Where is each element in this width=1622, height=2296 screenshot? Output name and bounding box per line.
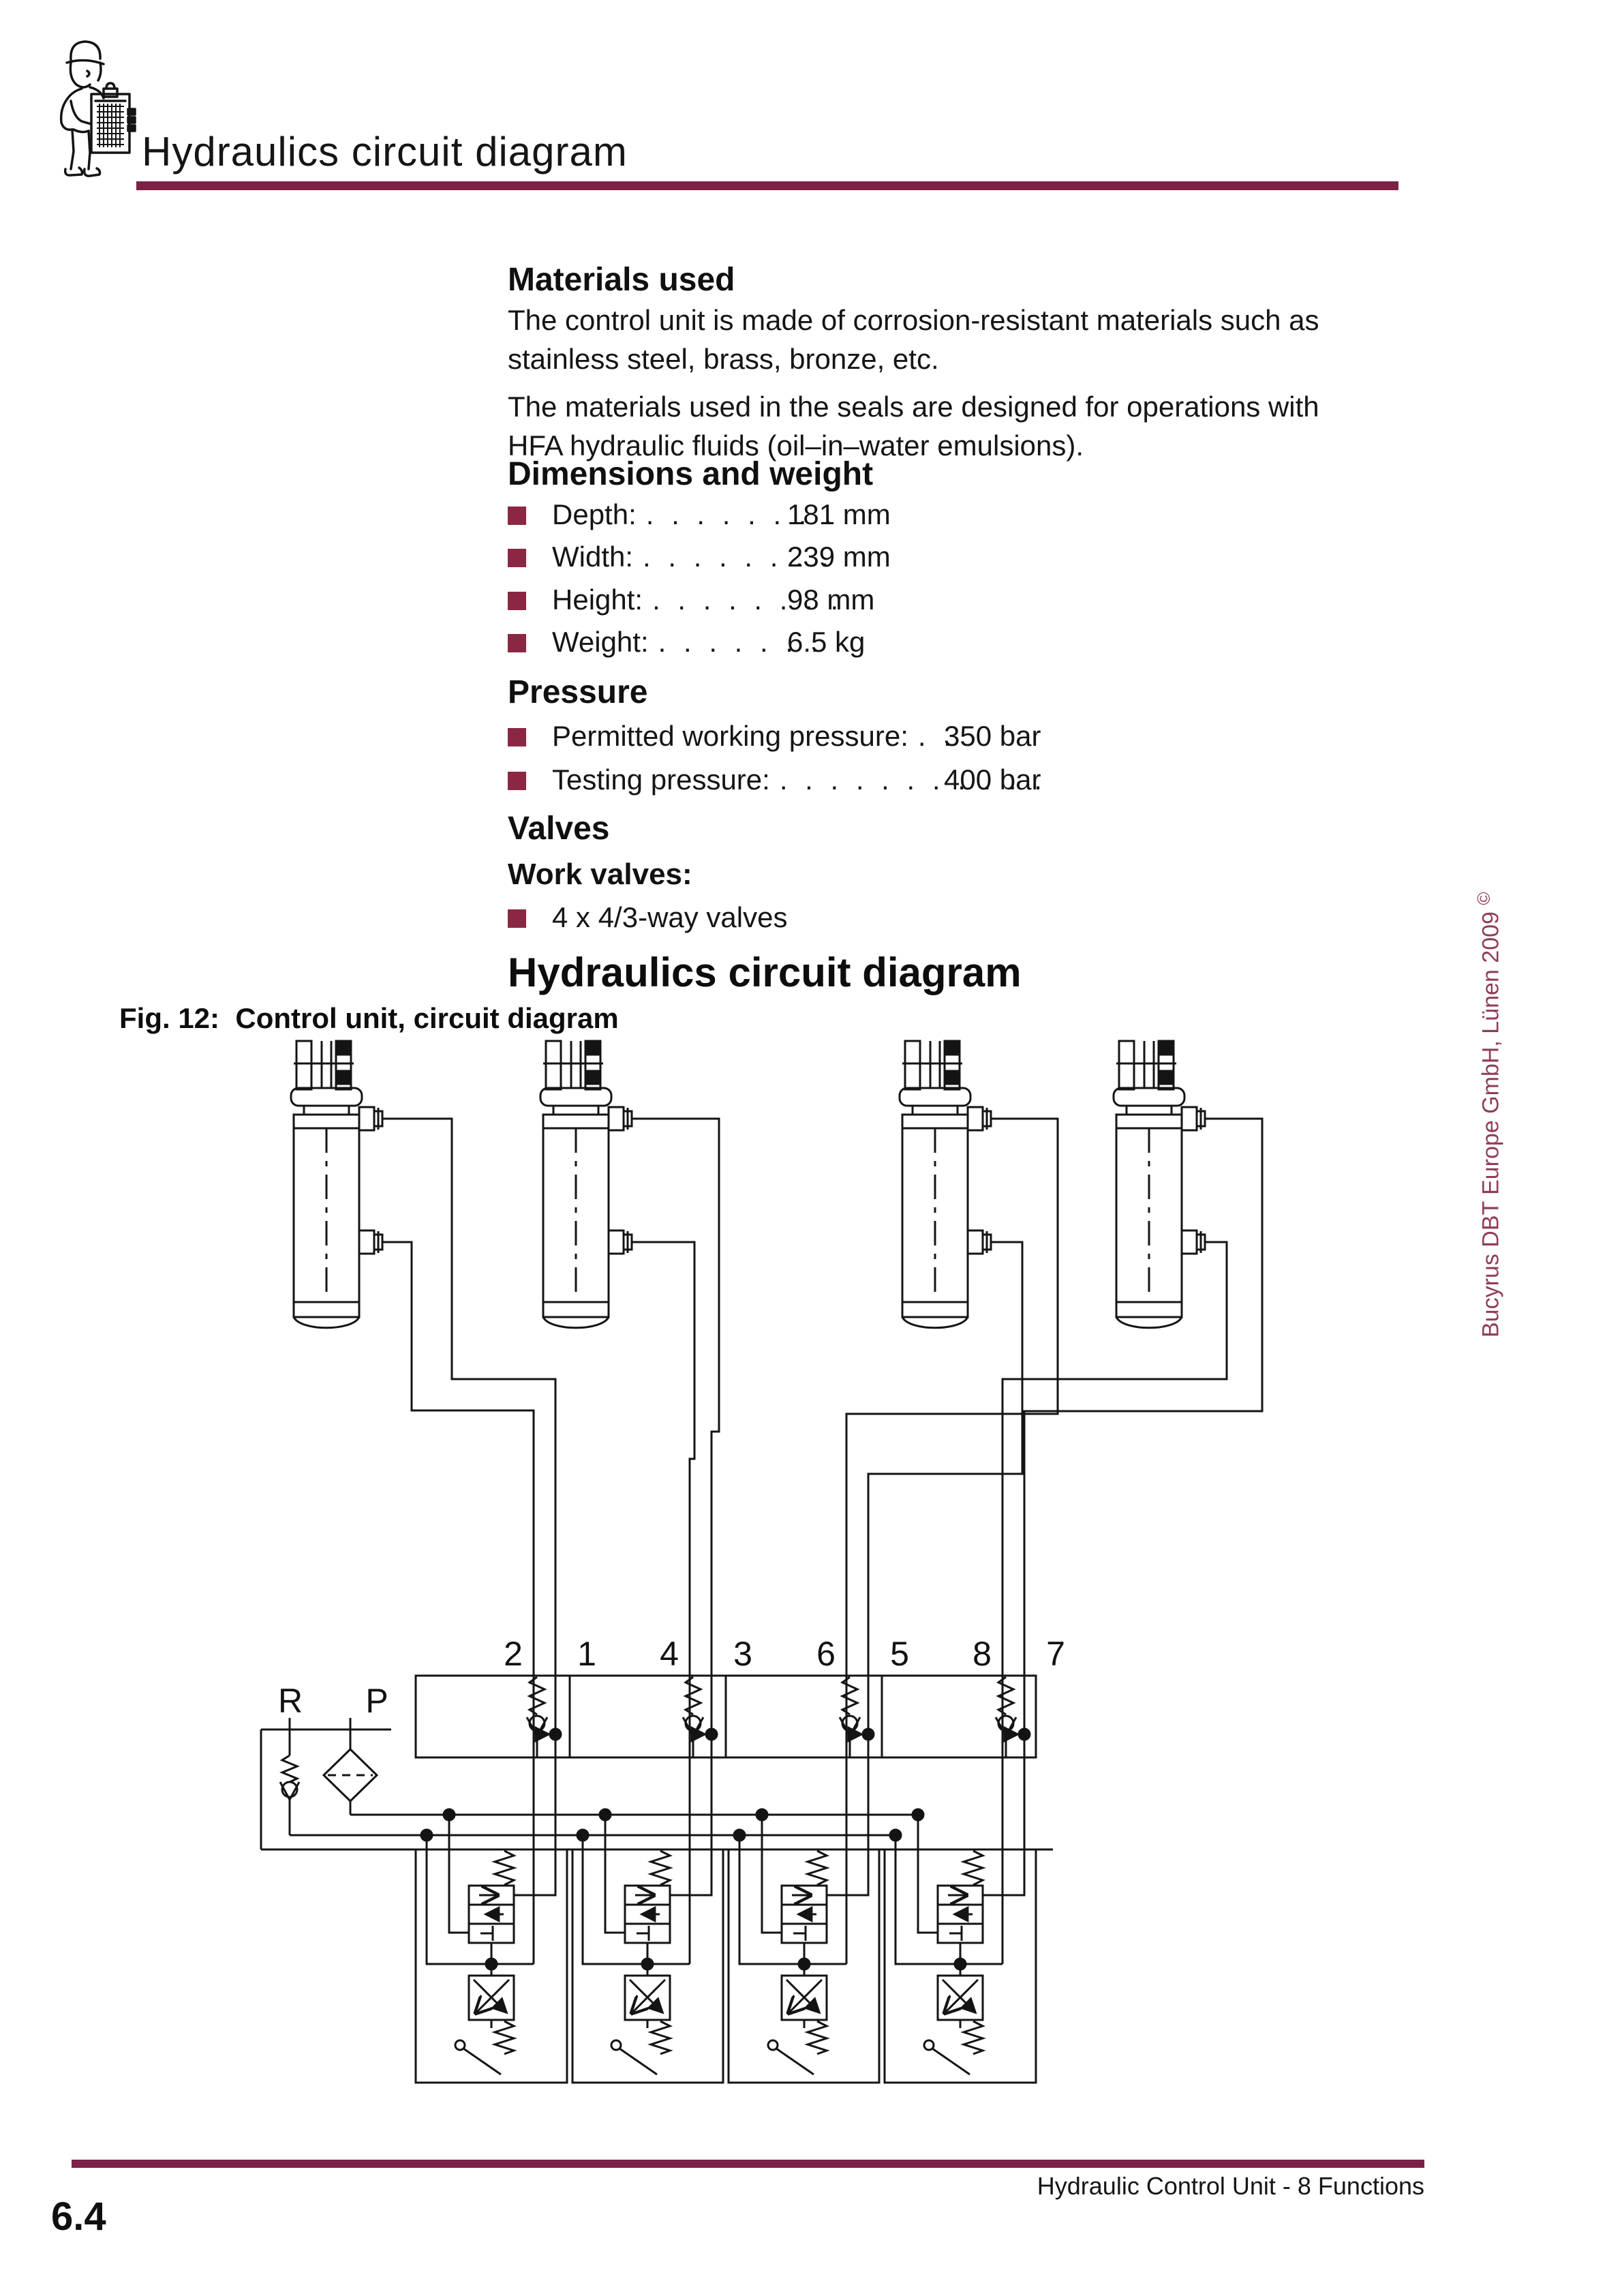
pressure-heading: Pressure <box>508 674 648 710</box>
port-number: 3 <box>733 1635 752 1673</box>
relief-valve-icon <box>996 1677 1017 1757</box>
list-item: Width: . . . . . . . .239 mm <box>508 541 891 573</box>
list-item: 4 x 4/3-way valves <box>508 901 787 934</box>
bullet-square-icon <box>508 772 526 790</box>
hydraulic-circuit-diagram: 2 1 4 3 6 5 8 7 R P <box>260 1040 1264 2084</box>
dim-value: 6.5 kg <box>787 626 866 658</box>
dim-value: 181 mm <box>787 498 891 530</box>
valves-heading: Valves <box>508 811 610 847</box>
return-port-label: R <box>278 1682 303 1720</box>
materials-paragraph-line: The materials used in the seals are desi… <box>508 391 1319 423</box>
dot-leader: . . . . . . . . . . . <box>779 764 1047 796</box>
supply-bus-lines <box>260 1728 1053 1851</box>
publisher-credit: Bucyrus DBT Europe GmbH, Lünen 2009 © <box>1473 892 1504 1338</box>
cylinder-4 <box>1112 1040 1206 1329</box>
port-number: 7 <box>1046 1635 1065 1673</box>
bullet-square-icon <box>508 909 526 928</box>
cylinder-1 <box>290 1040 384 1329</box>
port-number-labels: 2 1 4 3 6 5 8 7 <box>504 1635 1065 1673</box>
work-valve-icon <box>768 1851 827 2074</box>
dot-leader: . . . . . . . <box>658 626 824 658</box>
relief-valve-icon <box>527 1677 549 1757</box>
footer-doc-title: Hydraulic Control Unit - 8 Functions <box>1037 2172 1424 2200</box>
bullet-square-icon <box>508 549 526 567</box>
cylinder-3 <box>898 1040 992 1329</box>
list-item: Permitted working pressure: . .350 bar <box>508 720 1041 753</box>
work-valve-icon <box>455 1851 514 2074</box>
valve-section-frames <box>414 1848 1037 2084</box>
return-relief-valve-icon <box>279 1718 301 1835</box>
publisher-credit-text: Bucyrus DBT Europe GmbH, Lünen 2009 <box>1478 911 1504 1338</box>
port-number: 4 <box>660 1635 679 1673</box>
pressure-value: 400 bar <box>944 764 1041 796</box>
dim-label: Width: <box>552 541 634 573</box>
pressure-port-label: P <box>365 1682 388 1720</box>
materials-paragraph-line: The control unit is made of corrosion-re… <box>508 304 1319 336</box>
relief-valve-icon <box>840 1677 861 1757</box>
list-item: Weight: . . . . . . .6.5 kg <box>508 626 865 659</box>
bullet-square-icon <box>508 634 526 652</box>
page-number: 6.4 <box>51 2194 106 2239</box>
work-valves-item: 4 x 4/3-way valves <box>552 901 788 933</box>
manifold-block <box>414 1674 1037 1759</box>
dimensions-heading: Dimensions and weight <box>508 456 874 492</box>
figure-caption: Fig. 12: Control unit, circuit diagram <box>119 1002 619 1034</box>
footer-rule <box>72 2160 1424 2168</box>
dot-leader: . . <box>917 720 956 752</box>
port-number: 5 <box>890 1635 909 1673</box>
pressure-label: Testing pressure: <box>552 764 770 796</box>
pressure-filter-icon <box>322 1718 379 1815</box>
cylinder-2 <box>539 1040 633 1329</box>
dim-label: Weight: <box>552 626 649 658</box>
bullet-square-icon <box>508 592 526 610</box>
work-valve-icon <box>611 1851 670 2074</box>
worker-clipboard-icon <box>59 40 136 177</box>
dot-leader: . . . . . . . . <box>652 584 844 616</box>
work-valve-icon <box>924 1851 983 2074</box>
dim-value: 98 mm <box>787 584 875 616</box>
port-number: 1 <box>577 1635 596 1673</box>
figure-heading: Hydraulics circuit diagram <box>508 950 1022 995</box>
dim-label: Height: <box>552 584 643 616</box>
dim-label: Depth: <box>552 498 637 530</box>
page-title: Hydraulics circuit diagram <box>142 129 628 175</box>
list-item: Testing pressure: . . . . . . . . . . .40… <box>508 764 1047 796</box>
port-number: 8 <box>973 1635 992 1673</box>
dot-leader: . . . . . . . . <box>645 498 837 530</box>
work-valves-subheading: Work valves: <box>508 858 692 891</box>
materials-heading: Materials used <box>508 262 735 298</box>
dot-leader: . . . . . . . . <box>643 541 834 573</box>
copyright-icon: © <box>1473 892 1494 905</box>
list-item: Height: . . . . . . . .98 mm <box>508 584 874 616</box>
pressure-value: 350 bar <box>944 720 1041 752</box>
hydraulic-lines <box>382 1117 1264 1964</box>
relief-valve-icon <box>683 1677 705 1757</box>
list-item: Depth:. . . . . . . .181 mm <box>508 498 891 531</box>
materials-paragraph-line: HFA hydraulic fluids (oil–in–water emuls… <box>508 429 1084 462</box>
port-number: 6 <box>816 1635 836 1673</box>
bullet-square-icon <box>508 728 526 746</box>
port-number: 2 <box>504 1635 523 1673</box>
bullet-square-icon <box>508 507 526 525</box>
dim-value: 239 mm <box>787 541 891 573</box>
pressure-label: Permitted working pressure: <box>552 720 908 752</box>
materials-paragraph-line: stainless steel, brass, bronze, etc. <box>508 343 939 375</box>
valve-feed-lines <box>425 1815 1003 1965</box>
header-rule <box>136 181 1398 190</box>
